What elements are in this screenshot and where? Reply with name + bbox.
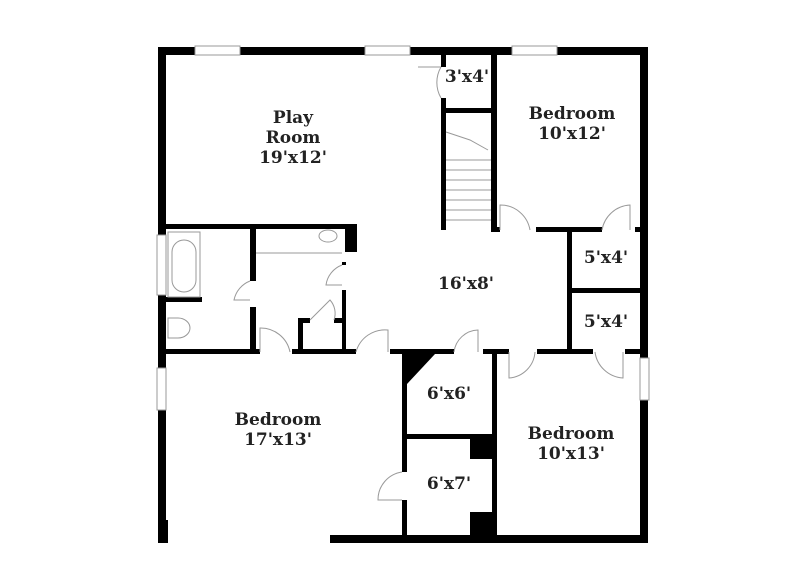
bathtub (167, 231, 201, 298)
sink (318, 229, 338, 243)
room-label-closet-5x4-a: 5'x4' (583, 248, 629, 268)
toilet (167, 317, 191, 339)
room-label-closet-6x6: 6'x6' (426, 384, 472, 404)
room-label-closet-3x4: 3'x4' (444, 67, 490, 87)
windows (156, 45, 650, 411)
room-label-hall: 16'x8' (437, 274, 495, 294)
room-label-closet-6x7: 6'x7' (426, 474, 472, 494)
doors (233, 66, 631, 501)
room-label-closet-5x4-b: 5'x4' (583, 312, 629, 332)
fixtures (167, 229, 342, 339)
stairs (445, 131, 491, 221)
